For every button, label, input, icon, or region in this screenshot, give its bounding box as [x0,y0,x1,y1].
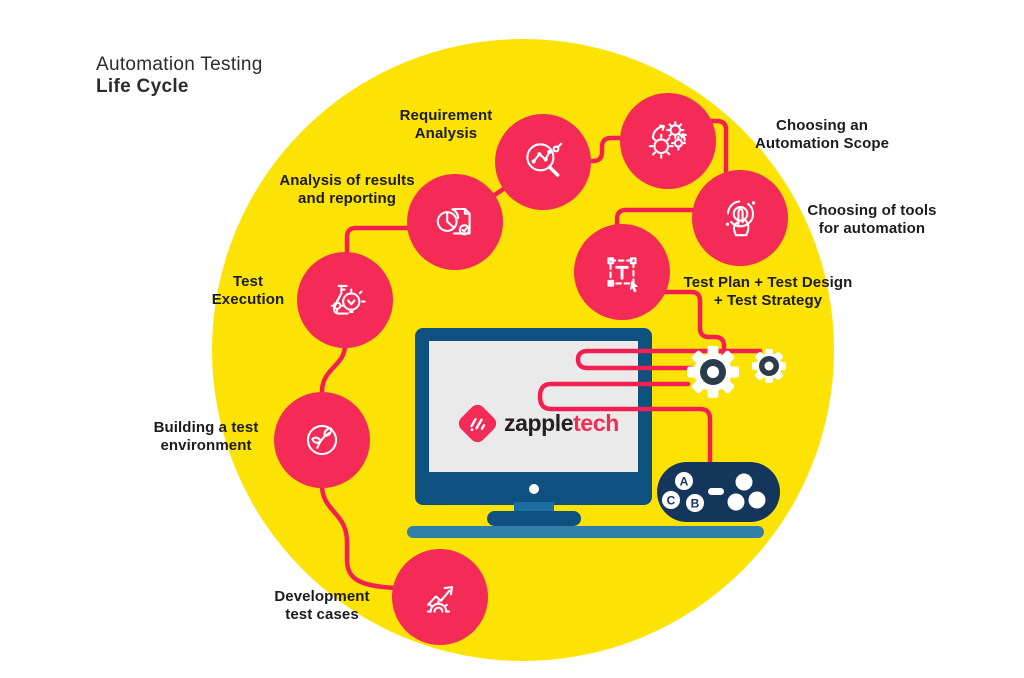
touch-target-icon [725,200,756,237]
brand-logo-mark [455,401,500,446]
connector-requirement-scope [540,135,653,164]
label-development-test-cases: Development test cases [274,588,370,623]
gamepad-illustration: A C B [657,462,780,522]
growth-arrow-gear-icon [426,586,454,613]
monitor-screen [429,341,638,472]
monitor-power-dot [529,484,539,494]
gamepad-letter-c: C [667,494,676,508]
connector-environment-devcases [319,482,403,591]
desk-bar [407,526,764,538]
brand-logo: zappletech [455,401,619,446]
stage-test-environment [274,392,370,488]
gamepad-button-c [662,491,680,509]
magnifier-chart-icon [526,142,563,177]
connector-analysis-execution [344,225,415,273]
text-select-icon [607,257,639,293]
label-test-plan: Test Plan + Test Design + Test Strategy [683,274,853,309]
label-requirement-analysis: Requirement Analysis [399,107,493,142]
gear-large-icon [687,346,739,398]
brand-logo-text-accent: tech [573,410,619,436]
connector-screen-loop-upper [575,348,763,371]
logo-slashes-icon [470,417,486,431]
flask-bulb-icon [330,284,366,315]
gear-small-icon [752,349,786,383]
connector-scope-tools [687,118,729,198]
gamepad-right-button-right [748,491,766,509]
pie-report-icon [436,207,471,236]
brand-logo-text: zappletech [504,410,619,437]
gamepad-right-button-top [735,473,753,491]
gamepad-dash [708,488,724,495]
connector-screen-loop-lower [537,381,713,471]
label-analysis-results: Analysis of results and reporting [279,172,415,207]
gamepad-button-b [686,494,704,512]
stage-development-test-cases [392,549,488,645]
label-test-execution: Test Execution [211,273,285,308]
gamepad-letter-a: A [680,475,689,489]
stage-requirement-analysis [495,114,591,210]
connector-execution-environment [319,342,348,395]
stage-tools-for-automation [692,170,788,266]
stage-automation-scope [620,93,716,189]
gamepad-right-button-left [727,493,745,511]
page-title-line2: Life Cycle [96,76,189,97]
gears-process-icon [648,121,687,159]
page-title-line1: Automation Testing [96,54,263,75]
monitor-illustration [407,328,764,538]
sprout-icon [306,424,338,456]
label-tools-for-automation: Choosing of tools for automation [807,202,937,237]
gamepad-letter-b: B [691,497,700,511]
page-title: Automation Testing Life Cycle [96,54,263,98]
label-automation-scope: Choosing an Automation Scope [754,117,890,152]
monitor-base [487,511,581,526]
gamepad-button-a [675,472,693,490]
connector-tools-testplan [614,207,708,248]
stage-test-execution [297,252,393,348]
brand-logo-text-dark: zapple [504,410,574,436]
label-test-environment: Building a test environment [153,419,259,454]
stage-analysis-results [407,174,503,270]
connector-testplan-gear [657,289,727,359]
stage-test-plan [574,224,670,320]
